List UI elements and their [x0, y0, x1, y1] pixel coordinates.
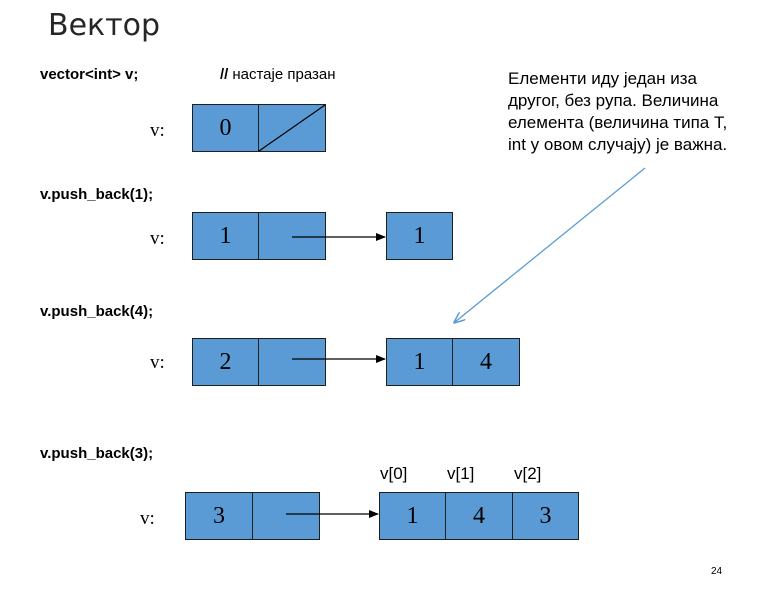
- size-cell-0: 0: [192, 104, 259, 152]
- page-number: 24: [711, 566, 723, 577]
- vector-label-3: v:: [140, 508, 155, 529]
- array-element: 1: [379, 492, 446, 540]
- note-line: int у овом случају) је важна.: [508, 135, 728, 154]
- null-pointer-slash: [258, 104, 326, 152]
- pointer-cell-1: [258, 212, 326, 260]
- code-comment: //настаје празан: [220, 66, 336, 83]
- array-element: 4: [445, 492, 513, 540]
- size-cell-1: 1: [192, 212, 259, 260]
- slide-title: Вектор: [48, 8, 161, 43]
- vector-label-0: v:: [150, 120, 165, 141]
- pointer-cell-3: [252, 492, 320, 540]
- array-element: 1: [386, 338, 453, 386]
- comment-slashes: //: [220, 66, 229, 83]
- code-vector-declaration: vector<int> v;: [40, 66, 139, 83]
- vector-label-2: v:: [150, 352, 165, 373]
- note-arrow: [455, 167, 646, 322]
- pointer-cell-2: [258, 338, 326, 386]
- explanation-note: Елементи иду један иза другог, без рупа.…: [508, 68, 727, 156]
- code-push-back-3: v.push_back(3);: [40, 445, 154, 462]
- note-line: елемента (величина типа Т,: [508, 113, 728, 132]
- code-push-back-4: v.push_back(4);: [40, 303, 154, 320]
- code-push-back-1: v.push_back(1);: [40, 186, 154, 203]
- index-label-2: v[2]: [514, 464, 542, 483]
- index-label-0: v[0]: [380, 464, 408, 483]
- array-element: 3: [512, 492, 579, 540]
- array-element: 4: [452, 338, 520, 386]
- vector-label-1: v:: [150, 228, 165, 249]
- note-line: Елементи иду један иза: [508, 69, 697, 88]
- comment-text: настаје празан: [232, 66, 336, 83]
- array-element: 1: [386, 212, 453, 260]
- index-label-1: v[1]: [447, 464, 475, 483]
- size-cell-2: 2: [192, 338, 259, 386]
- note-line: другог, без рупа. Величина: [508, 91, 719, 110]
- size-cell-3: 3: [185, 492, 253, 540]
